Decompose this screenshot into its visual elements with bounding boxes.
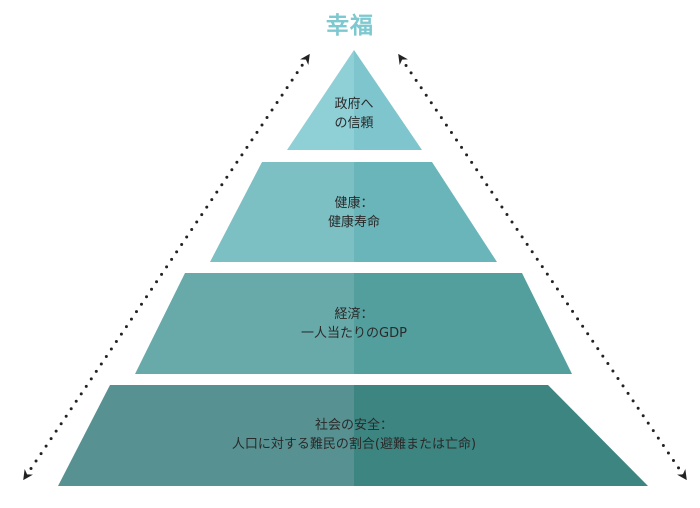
tier-1-label: 政府へ の信頼	[0, 95, 700, 133]
diagram-title: 幸福	[326, 13, 374, 39]
tier-1-line1: 政府へ	[334, 97, 374, 112]
right-double-arrow	[398, 53, 687, 481]
tier-2-line1: 健康：	[334, 196, 374, 211]
tier-1-line2: の信頼	[334, 116, 374, 131]
tier-2-line2: 健康寿命	[327, 215, 380, 230]
tier-3-label: 経済： 一人当たりのGDP	[0, 305, 700, 343]
tier-4-line1: 社会の安全：	[314, 418, 393, 433]
tier-2-label: 健康： 健康寿命	[0, 194, 700, 232]
tier-3-line1: 経済：	[334, 307, 374, 322]
left-double-arrow	[23, 53, 310, 481]
tier-4-label: 社会の安全： 人口に対する難民の割合(避難または亡命)	[0, 416, 700, 454]
tier-4-line2: 人口に対する難民の割合(避難または亡命)	[231, 437, 477, 452]
tier-3-line2: 一人当たりのGDP	[301, 326, 407, 341]
